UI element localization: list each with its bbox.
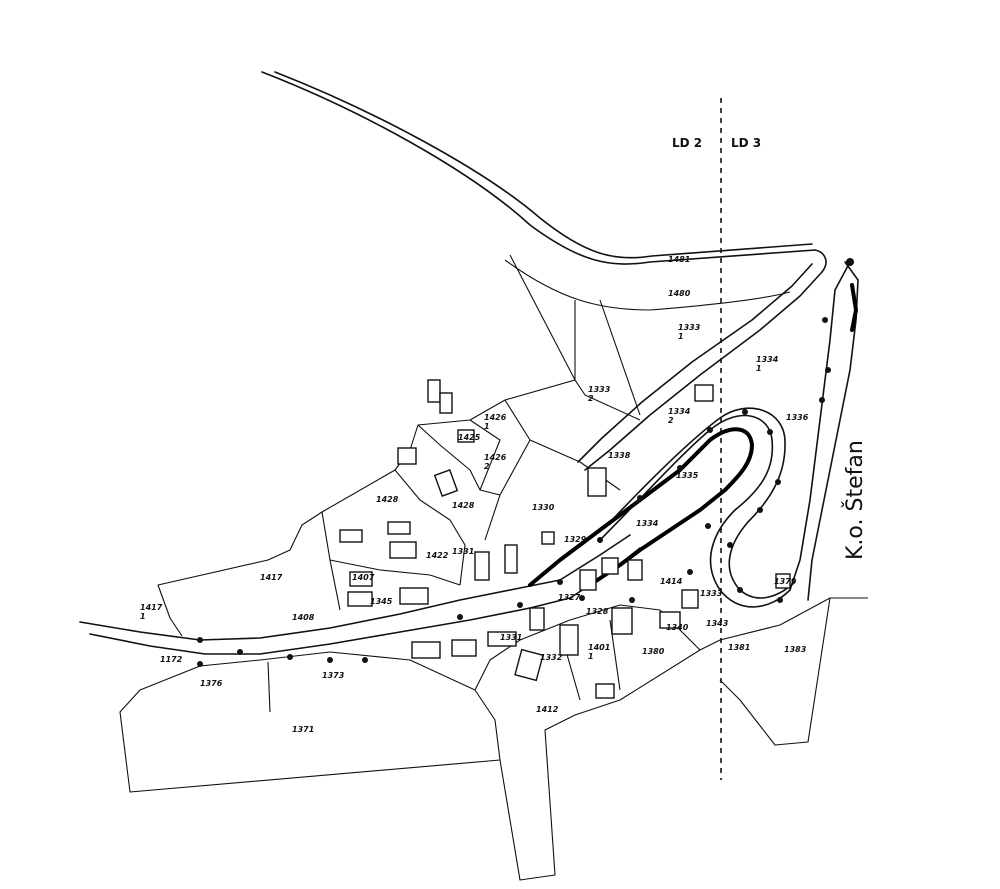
cadastral-area-label: K.o. Štefan [842,440,868,560]
parcel-label: 1414 [660,577,683,586]
sheet-label-left: LD 2 [672,136,702,150]
parcel-boundary [504,259,791,311]
parcel-label: 1381 [728,643,750,652]
parcel-label: 1332 [540,653,563,662]
parcel-label: 1343 [706,619,729,628]
parcel-label: 1329 [564,535,587,544]
buildings [339,379,791,699]
parcel-label: 1331 [500,633,522,642]
parcel-boundaries [157,254,641,637]
parcel-label: 1412 [536,705,559,714]
parcel-label: 1330 [532,503,555,512]
parcel-label: 1428 [452,501,475,510]
survey-points [197,258,854,667]
cadastral-boundary [807,261,859,601]
parcel-label: 1383 [784,645,807,654]
parcel-label: 1340 [666,623,689,632]
parcel-label: 1336 [786,413,809,422]
sheet-label-right: LD 3 [731,136,761,150]
parcel-label: 1327 [558,593,581,602]
parcel-label: 1408 [292,613,315,622]
parcel-label: 1335 [676,471,699,480]
parcel-label: 1334 [636,519,659,528]
parcel-label: 1417 [260,573,283,582]
parcel-label: 1376 [200,679,223,688]
cadastral-boundary-marker [850,283,858,332]
parcel-label: 1407 [352,573,375,582]
parcel-label: 1345 [370,597,393,606]
northern-road [261,71,827,471]
parcel-label: 1172 [160,655,183,664]
parcel-label: 1380 [642,647,665,656]
serpentine-road [528,261,851,608]
parcel-label: 1333 [700,589,723,598]
parcel-label: 1481 [668,255,690,264]
parcel-label: 1422 [426,551,449,560]
parcel-label: 1480 [668,289,691,298]
parcel-label: 1379 [774,577,797,586]
parcel-label: 1428 [376,495,399,504]
parcel-label: 1371 [292,725,314,734]
parcel-label: 1331 [452,547,474,556]
parcel-label: 1328 [586,607,609,616]
parcel-label: 1373 [322,671,345,680]
parcel-label: 1338 [608,451,631,460]
parcel-label: 1425 [458,433,481,442]
